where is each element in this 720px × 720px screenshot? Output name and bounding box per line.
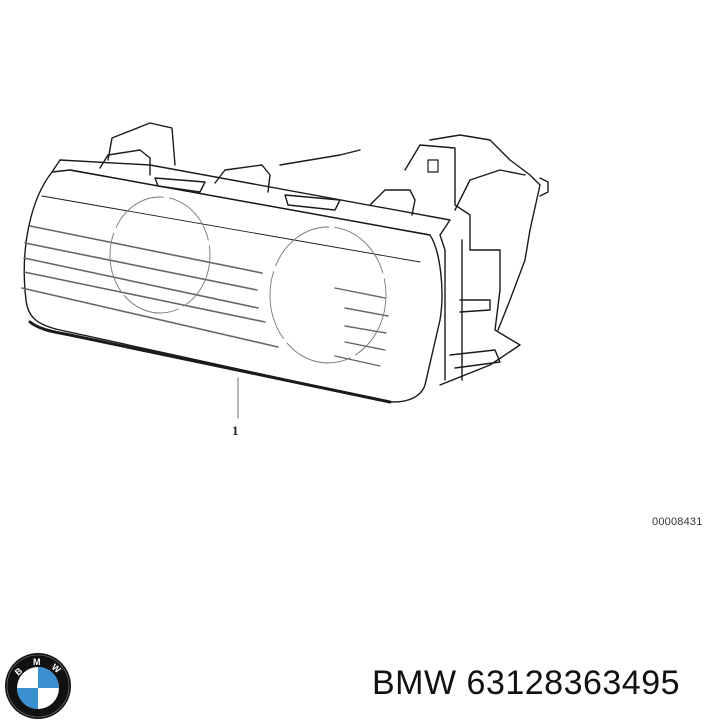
bmw-roundel-logo: B M W bbox=[5, 653, 71, 719]
reference-code: 00008431 bbox=[652, 516, 703, 528]
svg-text:B: B bbox=[13, 665, 25, 677]
part-number-label: BMW 63128363495 bbox=[372, 664, 681, 702]
svg-text:M: M bbox=[33, 657, 41, 667]
callout-number: 1 bbox=[232, 423, 239, 438]
